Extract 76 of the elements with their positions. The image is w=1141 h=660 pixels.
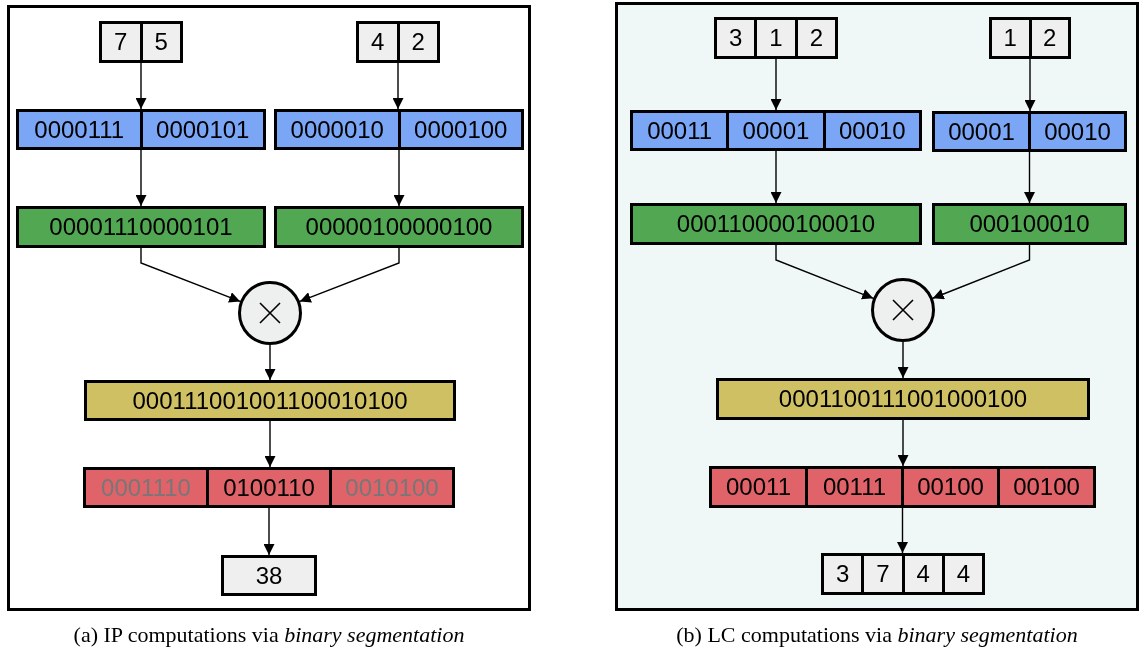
value-text: 00010 <box>1028 114 1124 149</box>
value-text: 000110000100010 <box>675 209 877 239</box>
value-text: 0010100 <box>329 470 452 505</box>
value-text: 0001100111001000100 <box>777 384 1029 414</box>
value-text: 00010 <box>822 113 919 148</box>
value-text: 00011 <box>646 115 714 146</box>
arrow <box>1024 58 1036 112</box>
value-text: 00100 <box>901 469 997 505</box>
value-text: 38 <box>254 560 284 591</box>
number-row <box>99 21 183 63</box>
value-text: 7 <box>861 556 902 592</box>
value-text: 00000100000100 <box>304 212 494 242</box>
arrow <box>264 420 276 468</box>
bit-string-bar <box>16 206 266 248</box>
multiply-operator-circle <box>238 281 302 345</box>
value-text: 00001 <box>947 116 1016 147</box>
bit-segment-row <box>630 110 922 151</box>
figure-caption: (a) IP computations via binary segmentation <box>72 622 466 648</box>
bit-string-bar <box>630 203 922 245</box>
arrow <box>1024 151 1035 204</box>
arrow <box>135 149 147 207</box>
value-text: 5 <box>139 24 180 60</box>
value-text: 0000111 <box>33 114 126 145</box>
arrow <box>140 247 241 303</box>
number-row <box>821 553 985 595</box>
value-text: 3 <box>834 559 851 589</box>
arrow <box>135 62 147 110</box>
bit-segment-row <box>274 109 524 150</box>
arrow <box>299 247 400 303</box>
arrow <box>770 58 782 111</box>
value-text: 0000010 <box>289 114 385 145</box>
value-text: 000111001001100010100 <box>131 385 409 416</box>
number-row <box>221 555 317 596</box>
value-text: 2 <box>1028 20 1068 56</box>
value-text: 7 <box>113 27 129 57</box>
bit-string-bar <box>274 206 524 248</box>
value-text: 00011 <box>725 472 792 502</box>
result-segment-row <box>83 467 455 508</box>
product-bar <box>716 378 1090 420</box>
figure-caption: (b) LC computations via binary segmentation <box>675 622 1079 648</box>
value-text: 0000100 <box>397 112 521 147</box>
value-text: 0001110 <box>100 472 192 503</box>
value-text: 3 <box>728 23 744 53</box>
arrow <box>392 62 404 110</box>
value-text: 4 <box>370 27 386 57</box>
value-text: 2 <box>396 24 437 60</box>
number-row <box>356 21 440 63</box>
arrow <box>393 149 405 207</box>
arrow <box>775 244 874 300</box>
value-text: 0000101 <box>139 112 263 147</box>
number-row <box>989 17 1071 59</box>
value-text: 1 <box>754 20 795 56</box>
value-text: 1 <box>1002 23 1018 53</box>
value-text: 000100010 <box>968 209 1091 239</box>
value-text: 00100 <box>997 469 1093 505</box>
arrow <box>770 150 782 204</box>
value-text: 4 <box>901 556 942 592</box>
bit-string-bar <box>932 203 1127 245</box>
number-row <box>714 17 838 59</box>
arrow <box>932 244 1031 300</box>
result-segment-row <box>709 466 1096 508</box>
value-text: 2 <box>794 20 835 56</box>
bit-segment-row <box>16 109 266 150</box>
value-text: 00001110000101 <box>48 212 234 242</box>
multiply-operator-circle <box>871 278 935 342</box>
value-text: 00111 <box>805 469 901 505</box>
product-bar <box>84 380 456 421</box>
value-text: 00001 <box>726 113 823 148</box>
arrow <box>897 507 908 554</box>
arrow <box>264 344 276 381</box>
value-text: 4 <box>941 556 982 592</box>
arrow <box>263 507 275 556</box>
arrow <box>897 419 909 467</box>
bit-segment-row <box>932 111 1127 152</box>
arrow <box>897 341 909 379</box>
value-text: 0100110 <box>206 470 329 505</box>
